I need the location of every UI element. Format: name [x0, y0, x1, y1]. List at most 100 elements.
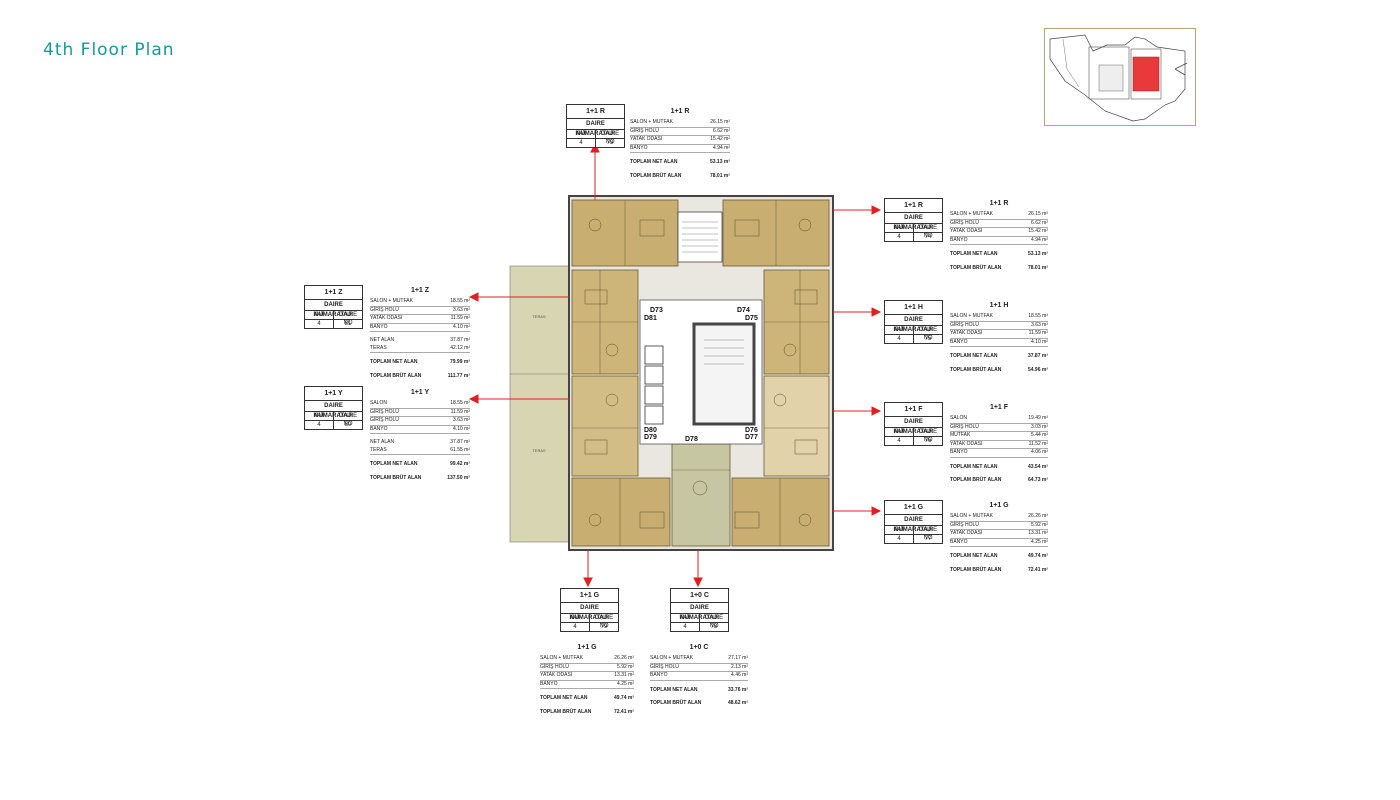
plan-label-d79: D79	[644, 434, 657, 441]
area-table-title: 1+1 H	[989, 302, 1009, 309]
area-row: YATAK ODASI 13.31 m²	[950, 530, 1048, 539]
plan-label-d76: D76	[745, 427, 758, 434]
daire-no-value: 81	[344, 321, 352, 327]
room-area: 26.26 m²	[1028, 513, 1048, 519]
kat-label: KAT	[885, 428, 914, 436]
total-area: 137.50 m²	[447, 474, 470, 481]
daire-no-label: DAIRE NO	[704, 615, 724, 629]
room-area: 18.55 m²	[450, 298, 470, 304]
area-row: YATAK ODASI 11.52 m²	[950, 440, 1048, 449]
room-area: 11.59 m²	[450, 408, 470, 415]
total-name: TOPLAM NET ALAN	[370, 359, 418, 365]
room-name: YATAK ODASI	[630, 136, 663, 142]
room-name: BANYO	[540, 680, 558, 687]
plan-label-d77: D77	[745, 434, 758, 441]
daire-no-label: DAIRE NO	[918, 327, 938, 341]
total-area: 111.77 m²	[447, 372, 470, 379]
room-area: 4.10 m²	[453, 323, 470, 330]
total-name: TOPLAM NET ALAN	[950, 251, 998, 257]
room-area: 13.31 m²	[1028, 530, 1048, 536]
room-area: 3.63 m²	[453, 306, 470, 313]
room-name: YATAK ODASI	[950, 530, 983, 536]
kat-label: KAT	[885, 224, 914, 232]
kat-value: 4	[671, 623, 700, 631]
room-area: 11.59 m²	[450, 315, 470, 321]
total-area: 43.54 m²	[1027, 463, 1048, 470]
room-name: BANYO	[950, 338, 968, 345]
elevator	[644, 405, 664, 425]
kat-value: 4	[885, 535, 914, 543]
room-name: GİRİŞ HOLÜ	[630, 127, 659, 134]
total-area: 72.41 m²	[613, 708, 634, 715]
room-area: 37.87 m²	[450, 439, 470, 445]
plan-label-d78: D78	[685, 436, 698, 443]
room-name: BANYO	[950, 236, 968, 243]
unit-numbering-label: DAIRE NUMARATAJI	[671, 603, 728, 621]
room-name: BANYO	[370, 425, 388, 432]
area-total-row: TOPLAM BRÜT ALAN 72.41 m²	[540, 709, 634, 717]
room-area: 6.62 m²	[1031, 219, 1048, 226]
room-area: 18.55 m²	[450, 400, 470, 406]
area-table-title: 1+1 R	[670, 108, 690, 115]
unit-numbering-label: DAIRE NUMARATAJI	[305, 401, 362, 419]
room-name: SALON	[950, 415, 967, 421]
room-area: 4.06 m²	[1031, 449, 1048, 455]
daire-no-label: DAIRE NO	[338, 413, 358, 427]
elevator	[644, 345, 664, 365]
kat-label: KAT	[305, 412, 334, 420]
plan-label-d75: D75	[745, 315, 758, 322]
total-area: 33.76 m²	[727, 686, 748, 693]
elevator	[644, 385, 664, 405]
room-name: GİRİŞ HOLÜ	[650, 663, 679, 670]
total-area: 99.42 m²	[449, 461, 470, 467]
kat-label: KAT	[561, 614, 590, 622]
total-name: TOPLAM BRÜT ALAN	[950, 366, 1002, 373]
area-table-title: 1+1 R	[989, 200, 1009, 207]
total-area: 78.01 m²	[709, 172, 730, 179]
total-name: TOPLAM BRÜT ALAN	[540, 708, 592, 715]
room-area: 11.52 m²	[1028, 440, 1048, 447]
total-name: TOPLAM BRÜT ALAN	[950, 264, 1002, 271]
room-area: 27.17 m²	[728, 655, 748, 661]
total-area: 48.62 m²	[727, 700, 748, 706]
total-area: 78.01 m²	[1027, 264, 1048, 271]
room-name: YATAK ODASI	[950, 440, 983, 447]
room-name: TERAS	[370, 446, 387, 453]
kat-label: KAT	[885, 526, 914, 534]
kat-value: 4	[885, 335, 914, 343]
total-name: TOPLAM BRÜT ALAN	[630, 172, 682, 179]
kat-label: KAT	[885, 326, 914, 334]
unit-type: 1+1 H	[885, 301, 942, 315]
